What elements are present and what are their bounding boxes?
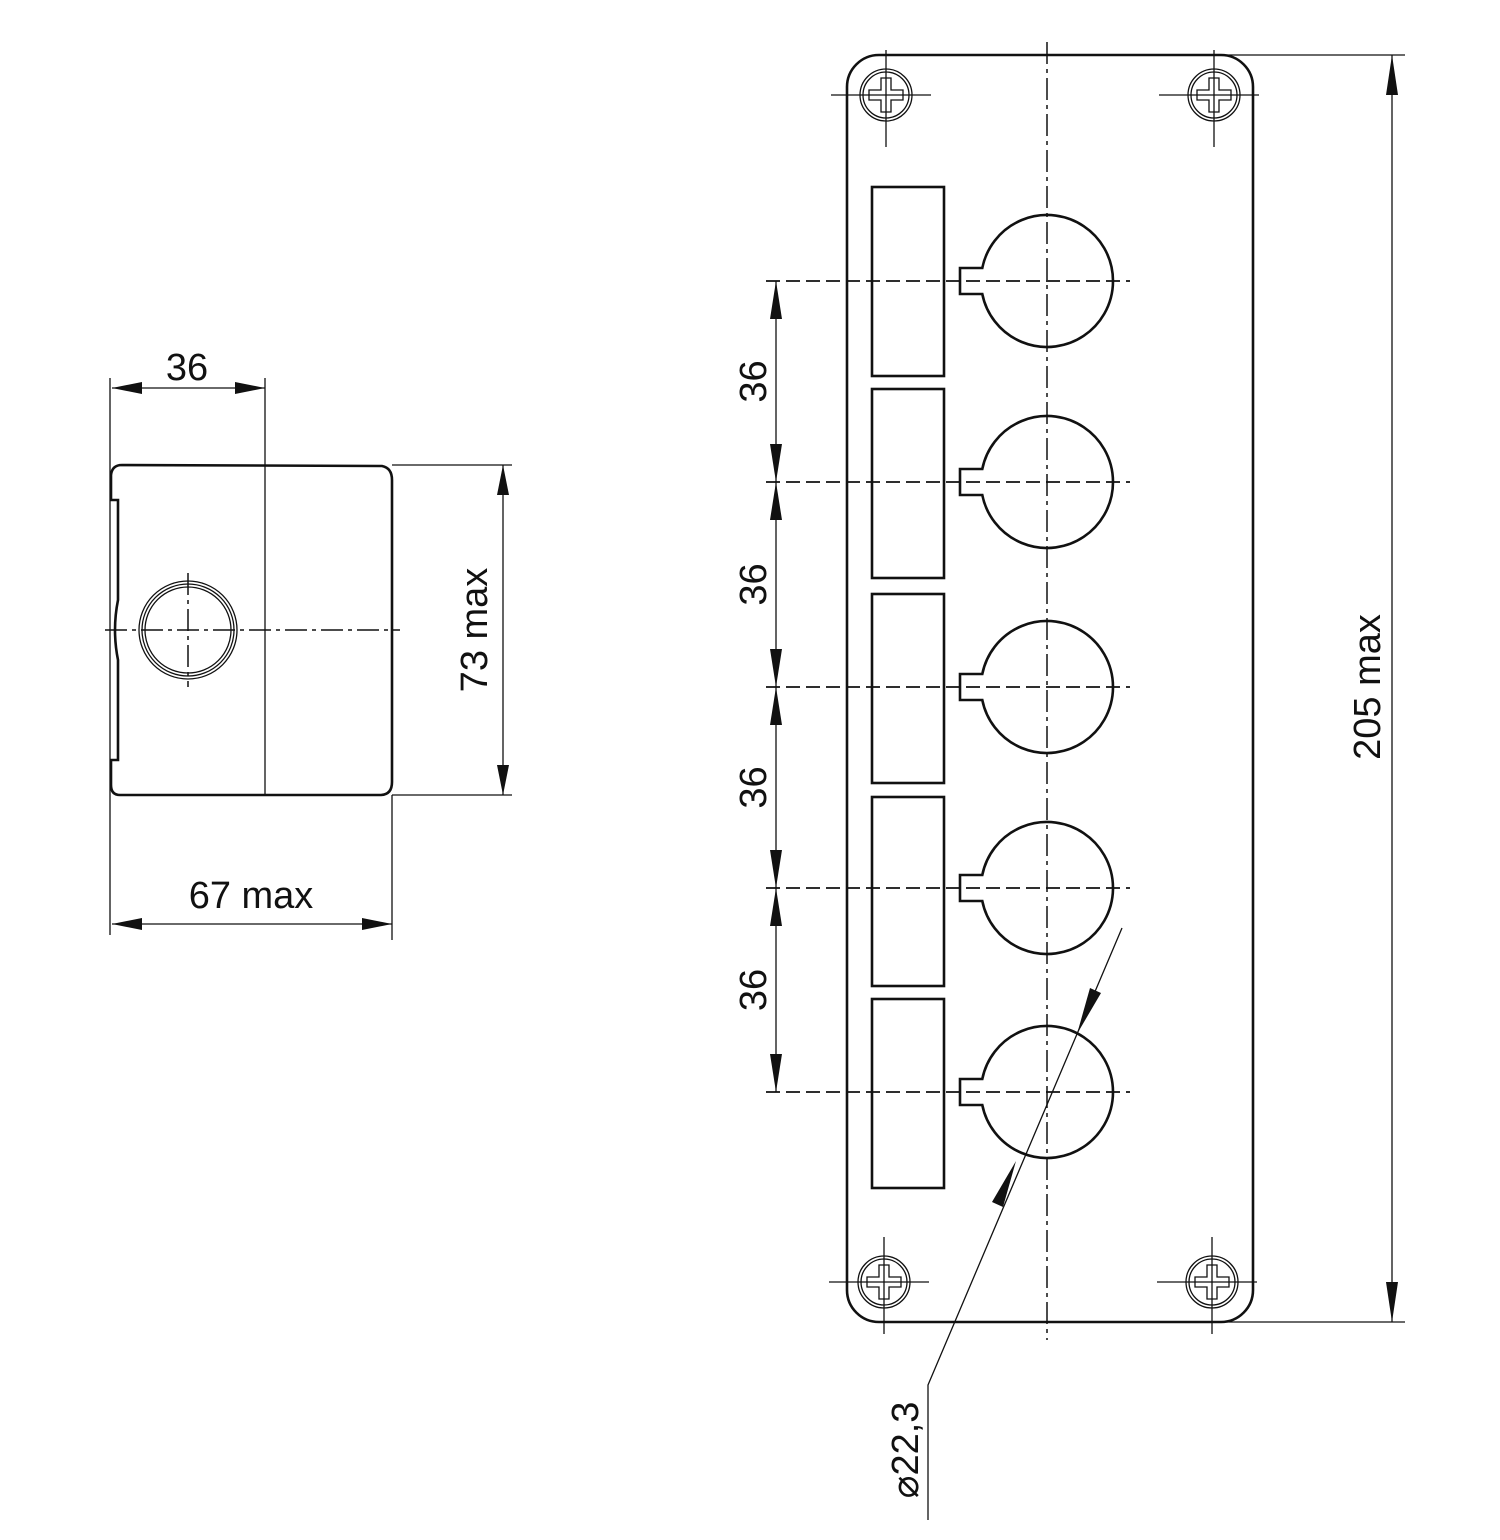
cross-slot-icon: [868, 77, 904, 113]
dim-label-width: 36: [166, 347, 208, 389]
arrow-icon: [770, 281, 782, 319]
arrow-icon: [112, 918, 142, 930]
arrow-icon: [770, 1054, 782, 1092]
arrow-icon: [1386, 55, 1398, 95]
arrow-icon: [1077, 988, 1101, 1034]
arrow-icon: [112, 382, 142, 394]
button-hole: [958, 1024, 1115, 1160]
button-hole: [958, 619, 1115, 755]
arrow-icon: [770, 888, 782, 926]
button-hole: [958, 414, 1115, 550]
cross-slot-icon: [866, 1264, 902, 1300]
arrow-icon: [770, 687, 782, 725]
arrow-icon: [770, 649, 782, 687]
arrow-icon: [992, 1161, 1016, 1207]
diameter-leader: [927, 927, 1123, 1520]
enclosure-side-outline: [109, 463, 394, 797]
dim-label-overall-width: 67 max: [189, 875, 314, 917]
dim-label-hole-diameter: ⌀22,3: [885, 1402, 927, 1499]
label-slot: [870, 592, 946, 785]
arrow-icon: [770, 482, 782, 520]
cross-slot-icon: [1196, 77, 1232, 113]
label-slot: [870, 795, 946, 988]
arrow-icon: [770, 850, 782, 888]
dim-label-height: 73 max: [454, 568, 496, 693]
cross-slot-icon: [1194, 1264, 1230, 1300]
front-view: 205 max 36 36 36 36 ⌀22,3: [733, 42, 1405, 1520]
side-view: 36 67 max 73 max: [105, 347, 512, 940]
arrow-icon: [235, 382, 265, 394]
arrow-icon: [1386, 1282, 1398, 1322]
arrow-icon: [497, 765, 509, 795]
dim-label-overall-height: 205 max: [1347, 614, 1389, 760]
dim-label-pitch: 36: [733, 563, 775, 605]
button-hole: [958, 820, 1115, 956]
dim-label-pitch: 36: [733, 969, 775, 1011]
label-slot: [870, 387, 946, 580]
arrow-icon: [497, 465, 509, 495]
button-hole: [958, 213, 1115, 349]
label-slot: [870, 997, 946, 1190]
dim-label-pitch: 36: [733, 766, 775, 808]
arrow-icon: [770, 444, 782, 482]
dim-label-pitch: 36: [733, 360, 775, 402]
enclosure-front-outline: [845, 53, 1255, 1324]
arrow-icon: [362, 918, 392, 930]
